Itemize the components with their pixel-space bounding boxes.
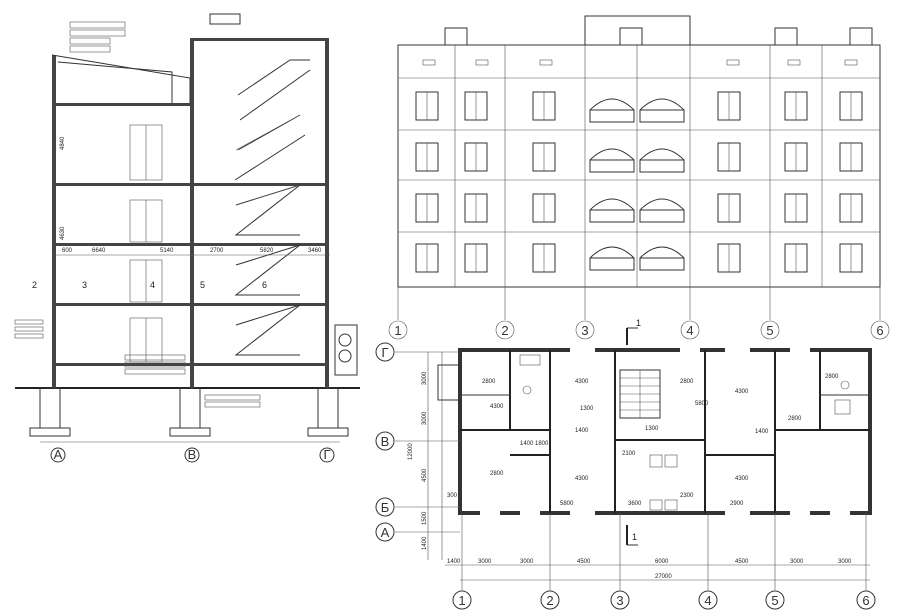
room-dim: 3600 [628, 501, 642, 507]
dim-bottom: 4500 [735, 559, 749, 565]
dim-left: 1500 [422, 511, 428, 525]
axis-label: 5 [766, 323, 773, 338]
dim-bottom: 3000 [478, 559, 492, 565]
axis-label: 6 [876, 323, 883, 338]
dim-left: 3000 [422, 411, 428, 425]
dim-row-3: 2700 [210, 248, 224, 254]
room-dim: 4300 [490, 404, 504, 410]
section-cut-marker: 1 1 [626, 318, 641, 546]
dim-row-5: 3460 [308, 248, 322, 254]
dim-left-1: 4630 [60, 226, 66, 240]
plan-room-dims: 2800 4300 1400 4300 2800 5800 4300 2800 … [482, 374, 839, 507]
room-dim: 1400 [575, 428, 589, 434]
axis-label: 6 [862, 593, 869, 608]
axis-label: А [381, 525, 390, 540]
room-dim: 2800 [680, 379, 694, 385]
axis-label: 4 [686, 323, 693, 338]
axis-label: 4 [704, 593, 711, 608]
plan-left-axes: Г В Б А 3000 3000 4500 1500 1400 12000 3… [375, 342, 460, 560]
axis-label: Г [323, 447, 330, 462]
room-dim: 2800 [490, 471, 504, 477]
axis-label: А [54, 447, 63, 462]
dim-left: 4500 [422, 468, 428, 482]
room-dim: 1400 [755, 429, 769, 435]
floor-plan: 2800 4300 1400 4300 2800 5800 4300 2800 … [375, 318, 876, 610]
dim-bottom: 1400 [447, 559, 461, 565]
axis-label: 5 [771, 593, 778, 608]
section-annotations [14, 21, 261, 408]
dim-left: 3000 [422, 371, 428, 385]
plan-windows [480, 348, 850, 515]
axis-label: 3 [616, 593, 623, 608]
dim-row-2: 5140 [160, 248, 174, 254]
section-floors [52, 38, 329, 366]
dim-row-4: 5820 [260, 248, 274, 254]
dim-bottom: 3000 [838, 559, 852, 565]
room-dim: 1400 [520, 441, 534, 447]
room-dim: 1800 [535, 441, 549, 447]
dim-row-1: 6640 [92, 248, 106, 254]
dim-total: 27000 [655, 574, 672, 580]
room-dim: 2800 [788, 416, 802, 422]
dim-left-300: 300 [447, 493, 458, 499]
axis-label: В [188, 447, 197, 462]
axis-label: 2 [546, 593, 553, 608]
plan-interior-walls [460, 350, 870, 513]
room-dim: 2300 [680, 493, 694, 499]
axis-label: Г [381, 345, 388, 360]
dim-bottom: 4500 [577, 559, 591, 565]
plan-bottom-axes: 1 2 3 4 5 6 [452, 513, 876, 610]
room-number: 2 [32, 280, 37, 290]
elevation-axes: 1 2 3 4 5 6 [388, 287, 890, 340]
room-dim: 4300 [575, 476, 589, 482]
room-number: 6 [262, 280, 267, 290]
room-dim: 2900 [730, 501, 744, 507]
room-dim: 2800 [825, 374, 839, 380]
room-dim: 5800 [695, 401, 709, 407]
axis-label: 3 [581, 323, 588, 338]
room-dim: 4300 [735, 476, 749, 482]
building-section: 600 6640 5140 2700 5820 3460 2 3 4 5 6 4… [14, 13, 360, 463]
room-dim: 5800 [560, 501, 574, 507]
axis-label: 1 [458, 593, 465, 608]
dim-bottom: 3000 [790, 559, 804, 565]
dim-left: 1400 [422, 536, 428, 550]
room-dim: 4300 [575, 379, 589, 385]
cut-label: 1 [636, 318, 641, 328]
plan-fixtures [519, 354, 851, 511]
room-number: 4 [150, 280, 155, 290]
stairwell-windows [589, 98, 685, 271]
room-dim: 4300 [735, 389, 749, 395]
room-number: 3 [82, 280, 87, 290]
cut-label: 1 [632, 532, 637, 542]
room-number: 5 [200, 280, 205, 290]
room-dim: 1300 [645, 426, 659, 432]
room-dim: 2800 [482, 379, 496, 385]
plan-stairs [619, 369, 661, 419]
plan-bottom-dims: 1400 3000 3000 4500 6000 4500 3000 3000 … [445, 559, 870, 581]
room-dim: 1300 [580, 406, 594, 412]
section-stairs [234, 59, 311, 356]
section-axis-bubbles: А В Г [50, 447, 335, 463]
dim-left-0: 4840 [60, 136, 66, 150]
dim-bottom: 3000 [520, 559, 534, 565]
axis-label: 1 [394, 323, 401, 338]
room-dim: 2100 [622, 451, 636, 457]
elevation-windows [415, 91, 863, 273]
axis-label: Б [381, 500, 390, 515]
axis-label: В [381, 434, 390, 449]
dim-left-total: 12000 [408, 443, 414, 460]
dim-bottom: 6000 [655, 559, 669, 565]
dim-row-0: 600 [62, 248, 73, 254]
axis-label: 2 [501, 323, 508, 338]
building-elevation: 1 2 3 4 5 6 [388, 15, 890, 340]
attic-vents [422, 59, 858, 66]
